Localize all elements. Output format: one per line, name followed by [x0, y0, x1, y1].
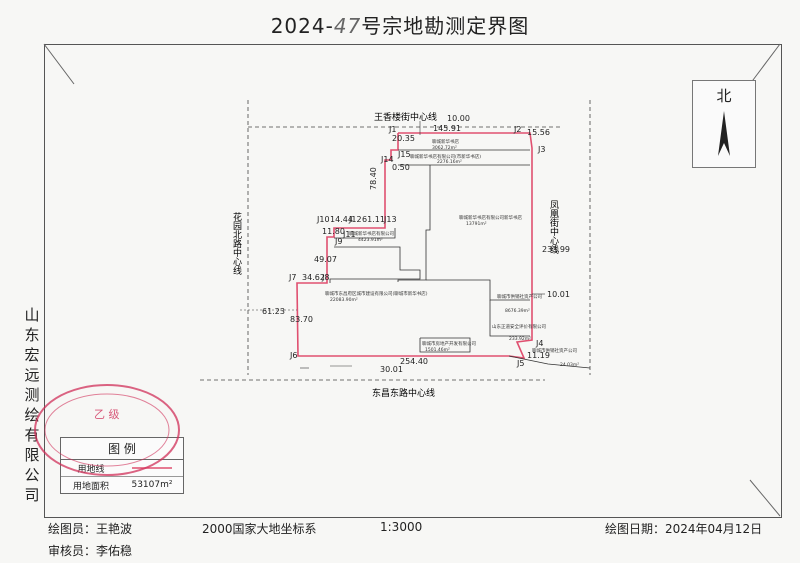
- road-label-south: 东昌东路中心线: [372, 387, 435, 399]
- parcel-area: 8676.39m²: [505, 308, 530, 314]
- company-name: 山东宏远测绘有限公司: [24, 306, 40, 504]
- parcel-area: 24.03m²: [560, 362, 579, 368]
- parcel-name: 聊城新华书店: [432, 138, 459, 145]
- point-label: J5: [516, 359, 524, 368]
- point-label: J2: [513, 125, 521, 134]
- company-seal: 乙 级: [34, 384, 180, 476]
- page-title: 2024-47号宗地勘测定界图: [0, 10, 800, 39]
- parcel-area: 233.92m²: [509, 336, 531, 342]
- parcel-name: 聊城新华书店有限公司: [349, 230, 394, 237]
- road-label-west: 花园北路中心线: [231, 211, 242, 275]
- parcel-name: 聊城新华书店有限公司新华书店: [459, 214, 522, 221]
- point-label: J11: [342, 230, 356, 239]
- seal-text: 乙 级: [94, 408, 120, 421]
- distance-label: 10.01: [547, 290, 570, 299]
- distance-label: 233.99: [542, 245, 570, 254]
- title-prefix: 2024-: [270, 14, 334, 38]
- point-label: J15: [397, 150, 411, 159]
- parcel-name: 聊城市供销社资产公司: [532, 347, 577, 354]
- legend-label: 用地线: [77, 464, 105, 475]
- tick-lines: [240, 121, 545, 369]
- parcel-labels: 聊城新华书店 3062.72m² 聊城新华书店有限公司(市新华书店) 2276.…: [325, 138, 579, 368]
- footer-date: 绘图日期：2024年04月12日: [605, 522, 763, 536]
- point-label: J4: [535, 339, 543, 348]
- parcel-name: 山东正道安全评价有限公司: [492, 323, 546, 330]
- map-frame: [44, 44, 782, 518]
- distance-label: 61.11: [362, 215, 385, 224]
- point-label: J10: [316, 215, 330, 224]
- legend-row-boundary: 用地线: [61, 460, 183, 477]
- footer-coord-system: 2000国家大地坐标系: [202, 522, 317, 536]
- legend-title: 图 例: [61, 438, 183, 460]
- north-label: 北: [716, 87, 732, 105]
- parcel-area: 1501.46m²: [425, 347, 450, 353]
- footer-reviewer: 审核员：李佑稳: [48, 544, 133, 558]
- point-label: J13: [383, 215, 397, 224]
- distance-label: 83.70: [290, 315, 313, 324]
- parcel-area: 3062.72m²: [432, 145, 457, 151]
- legend-line-swatch: [121, 463, 183, 473]
- legend-value: 53107m²: [131, 480, 173, 490]
- footer-drawer: 绘图员：王艳波: [48, 522, 133, 536]
- point-label: J14: [380, 155, 394, 164]
- point-label: J3: [537, 145, 545, 154]
- legend-row-area: 用地面积 53107m²: [61, 477, 183, 493]
- point-label: J8: [321, 273, 329, 282]
- parcel-area: 22083.90m²: [330, 297, 358, 303]
- distance-label: 78.40: [369, 167, 378, 190]
- point-label: J7: [288, 273, 296, 282]
- point-label: J1: [388, 125, 396, 134]
- distance-label: 11.19: [527, 351, 550, 360]
- building-outlines: [329, 149, 591, 369]
- distance-label: 20.35: [392, 134, 415, 143]
- point-label: J6: [289, 351, 297, 360]
- parcel-area: 13791m²: [466, 221, 487, 227]
- distance-label: 145.91: [433, 124, 461, 133]
- distance-label: 10.00: [447, 114, 470, 123]
- distance-label: 61.23: [262, 307, 285, 316]
- distance-label: 34.62: [302, 273, 325, 282]
- parcel-boundary: [296, 132, 533, 359]
- parcel-name: 聊城市东昌府区城市建设有限公司(聊城市新华书店): [325, 290, 428, 297]
- title-suffix: 号宗地勘测定界图: [361, 14, 530, 38]
- road-label-north: 王香楼街中心线: [374, 111, 437, 123]
- point-labels: J1 J2 J3 J4 J5 J6 J7 J8 J9 J10 J11 J12 J…: [288, 125, 545, 368]
- distance-label: 30.01: [380, 365, 403, 374]
- distance-label: 15.56: [527, 128, 550, 137]
- north-arrow-icon: [718, 111, 730, 156]
- road-label-east: 凤凰街中心线: [548, 200, 559, 254]
- parcel-name: 聊城市房地产开发有限公司: [422, 340, 476, 347]
- title-number: 47: [333, 14, 362, 38]
- legend-label: 用地面积: [72, 481, 109, 492]
- distance-label: 14.44: [330, 215, 353, 224]
- parcel-area: 4423.91m²: [358, 237, 383, 243]
- distance-label: 0.50: [392, 163, 410, 172]
- footer-scale: 1:3000: [380, 520, 423, 534]
- distance-label: 11.80: [322, 227, 345, 236]
- point-label: J9: [334, 237, 342, 246]
- parcel-name: 聊城市供销社资产公司: [497, 293, 542, 300]
- north-arrow: 北: [692, 80, 756, 168]
- distance-label: 49.07: [314, 255, 337, 264]
- parcel-area: 2276.16m²: [437, 159, 462, 165]
- parcel-name: 聊城新华书店有限公司(市新华书店): [410, 153, 481, 160]
- distance-label: 254.40: [400, 357, 428, 366]
- distance-labels: 10.00 145.91 15.56 20.35 0.50 78.40 14.4…: [262, 114, 570, 374]
- point-label: J12: [348, 215, 362, 224]
